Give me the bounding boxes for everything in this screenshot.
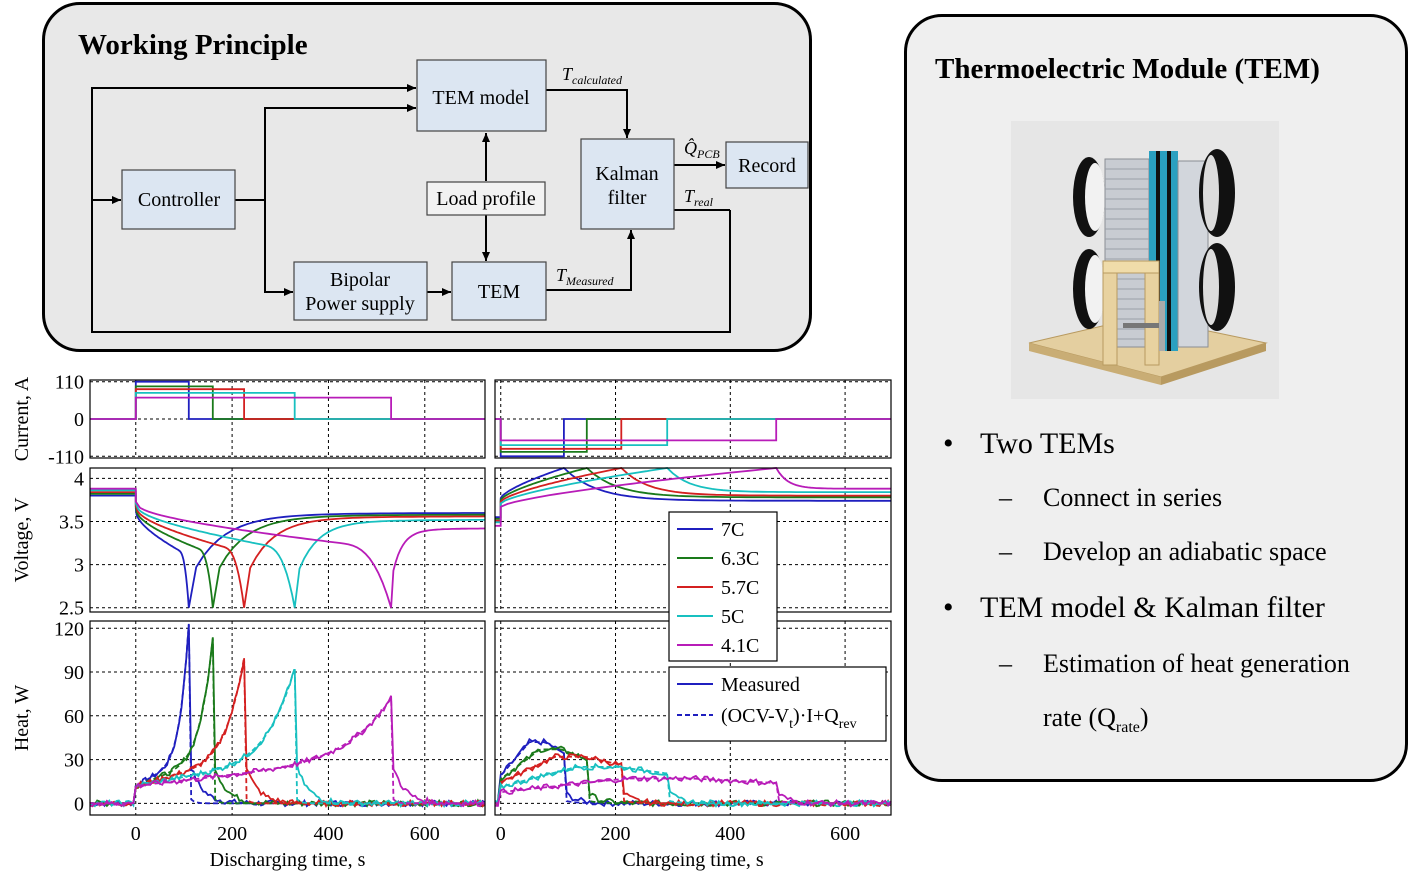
sub-dash-3: –	[999, 649, 1012, 678]
tem-block: TEM	[451, 261, 547, 321]
legend-label-measured: Measured	[721, 674, 800, 696]
voltage-discharge-line-5.7C	[90, 491, 486, 608]
bullet-dot-1: •	[943, 427, 954, 460]
x-tick-label-charge: 0	[496, 823, 506, 845]
x-tick-label-discharge: 600	[410, 823, 440, 845]
svg-text:Controller: Controller	[138, 189, 221, 211]
sub-bullet-heat-estimation: Estimation of heat generation	[1043, 649, 1350, 678]
tem-module-illustration	[1011, 121, 1279, 399]
legend-label-7C: 7C	[721, 519, 744, 541]
tcalc-arrow	[546, 89, 631, 138]
controller-block: Controller	[121, 169, 236, 230]
y-tick-label-voltage: 3	[74, 555, 84, 577]
bullet-dot-2: •	[943, 591, 954, 624]
heat-discharge-measured-4.1C	[90, 695, 486, 808]
bullet-two-tems: Two TEMs	[980, 427, 1115, 460]
x-tick-label-discharge: 200	[217, 823, 247, 845]
y-tick-label-heat: 0	[74, 793, 84, 815]
sub-dash-2: –	[999, 537, 1012, 566]
heat-charge-model-4.1C	[495, 777, 891, 805]
tmeas-arrow	[546, 230, 635, 291]
y-tick-label-current: 0	[74, 409, 84, 431]
y-tick-label-current: -110	[48, 446, 84, 468]
voltage-discharge-line-6.3C	[90, 493, 485, 608]
sub-bullet-connect-series: Connect in series	[1043, 483, 1223, 512]
y-tick-label-voltage: 3.5	[59, 511, 84, 533]
plot-frame-voltage-0	[89, 467, 486, 613]
t-measured-label: TMeasured	[556, 265, 615, 288]
bullet-tem-model-kalman: TEM model & Kalman filter	[980, 591, 1325, 624]
t-real-label: Treal	[684, 186, 714, 209]
voltage-charge-line-5C	[495, 467, 891, 524]
x-axis-title-charge: Chargeing time, s	[622, 849, 763, 871]
record-block: Record	[725, 141, 809, 189]
current-charge-line-4.1C	[495, 418, 891, 442]
x-tick-label-charge: 200	[601, 823, 631, 845]
svg-text:Record: Record	[738, 155, 796, 177]
x-tick-label-discharge: 0	[131, 823, 141, 845]
svg-text:TEM model: TEM model	[432, 87, 530, 109]
feedback-loop-line	[91, 84, 731, 333]
plot-bg-voltage-0	[90, 468, 485, 612]
legend-label-5C: 5C	[721, 606, 744, 628]
t-calculated-label: Tcalculated	[562, 64, 623, 87]
y-tick-label-voltage: 4	[74, 468, 84, 490]
svg-text:filter: filter	[608, 187, 647, 209]
voltage-discharge-line-4.1C	[90, 487, 485, 608]
voltage-charge-line-5.7C	[495, 467, 891, 522]
svg-text:Bipolar: Bipolar	[330, 269, 390, 291]
y-axis-title-current: Current, A	[11, 376, 33, 461]
legend-label-6.3C: 6.3C	[721, 548, 759, 570]
method-legend-box	[668, 666, 887, 742]
controller-to-bipolar-arrow	[264, 200, 293, 296]
y-tick-label-voltage: 2.5	[59, 598, 84, 620]
svg-text:Kalman: Kalman	[595, 163, 658, 185]
y-tick-label-heat: 120	[54, 618, 84, 640]
x-tick-label-charge: 600	[830, 823, 860, 845]
voltage-discharge-line-7C	[90, 494, 485, 608]
x-tick-label-charge: 400	[715, 823, 745, 845]
sub-bullet-adiabatic-space: Develop an adiabatic space	[1043, 537, 1327, 566]
x-axis-title-discharge: Discharging time, s	[210, 849, 366, 871]
kalman-filter-block: Kalman filter	[580, 138, 675, 230]
y-tick-label-heat: 90	[64, 662, 84, 684]
y-tick-label-heat: 60	[64, 706, 84, 728]
load-profile-block: Load profile	[426, 181, 546, 216]
current-discharge-line-4.1C	[90, 396, 485, 420]
svg-text:Load profile: Load profile	[436, 188, 536, 210]
x-tick-label-discharge: 400	[313, 823, 343, 845]
plot-frame-current-0	[89, 379, 486, 459]
tem-panel: Thermoelectric Module (TEM)	[904, 14, 1408, 782]
tem-panel-title: Thermoelectric Module (TEM)	[935, 53, 1320, 85]
svg-text:Power supply: Power supply	[305, 293, 414, 315]
heat-discharge-model-5C	[90, 667, 485, 805]
sub-bullet-rate-qrate: rate (Qrate)	[1043, 703, 1149, 737]
legend-label-model: (OCV-Vt)·I+Qrev	[721, 705, 857, 732]
plot-bg-heat-0	[90, 621, 485, 815]
svg-text:TEM: TEM	[478, 281, 520, 303]
voltage-discharge-line-5C	[90, 489, 485, 608]
controller-to-tem-model-arrow	[235, 104, 416, 201]
plot-frame-heat-0	[89, 620, 486, 816]
y-tick-label-heat: 30	[64, 750, 84, 772]
tem-model-block: TEM model	[416, 59, 547, 132]
sub-dash-1: –	[999, 483, 1012, 512]
heat-discharge-model-4.1C	[90, 695, 485, 805]
y-tick-label-current: 110	[55, 372, 84, 394]
q-pcb-label: Q̂PCB	[684, 138, 720, 161]
bipolar-power-supply-block: Bipolar Power supply	[293, 261, 428, 321]
legend-label-4.1C: 4.1C	[721, 635, 759, 657]
working-principle-title: Working Principle	[78, 29, 308, 61]
voltage-charge-line-6.3C	[495, 467, 891, 520]
y-axis-title-heat: Heat, W	[11, 685, 33, 751]
plot-frame-current-1	[494, 379, 892, 459]
voltage-charge-line-4.1C	[495, 467, 891, 527]
legend-label-5.7C: 5.7C	[721, 577, 759, 599]
y-axis-title-voltage: Voltage, V	[11, 497, 33, 582]
